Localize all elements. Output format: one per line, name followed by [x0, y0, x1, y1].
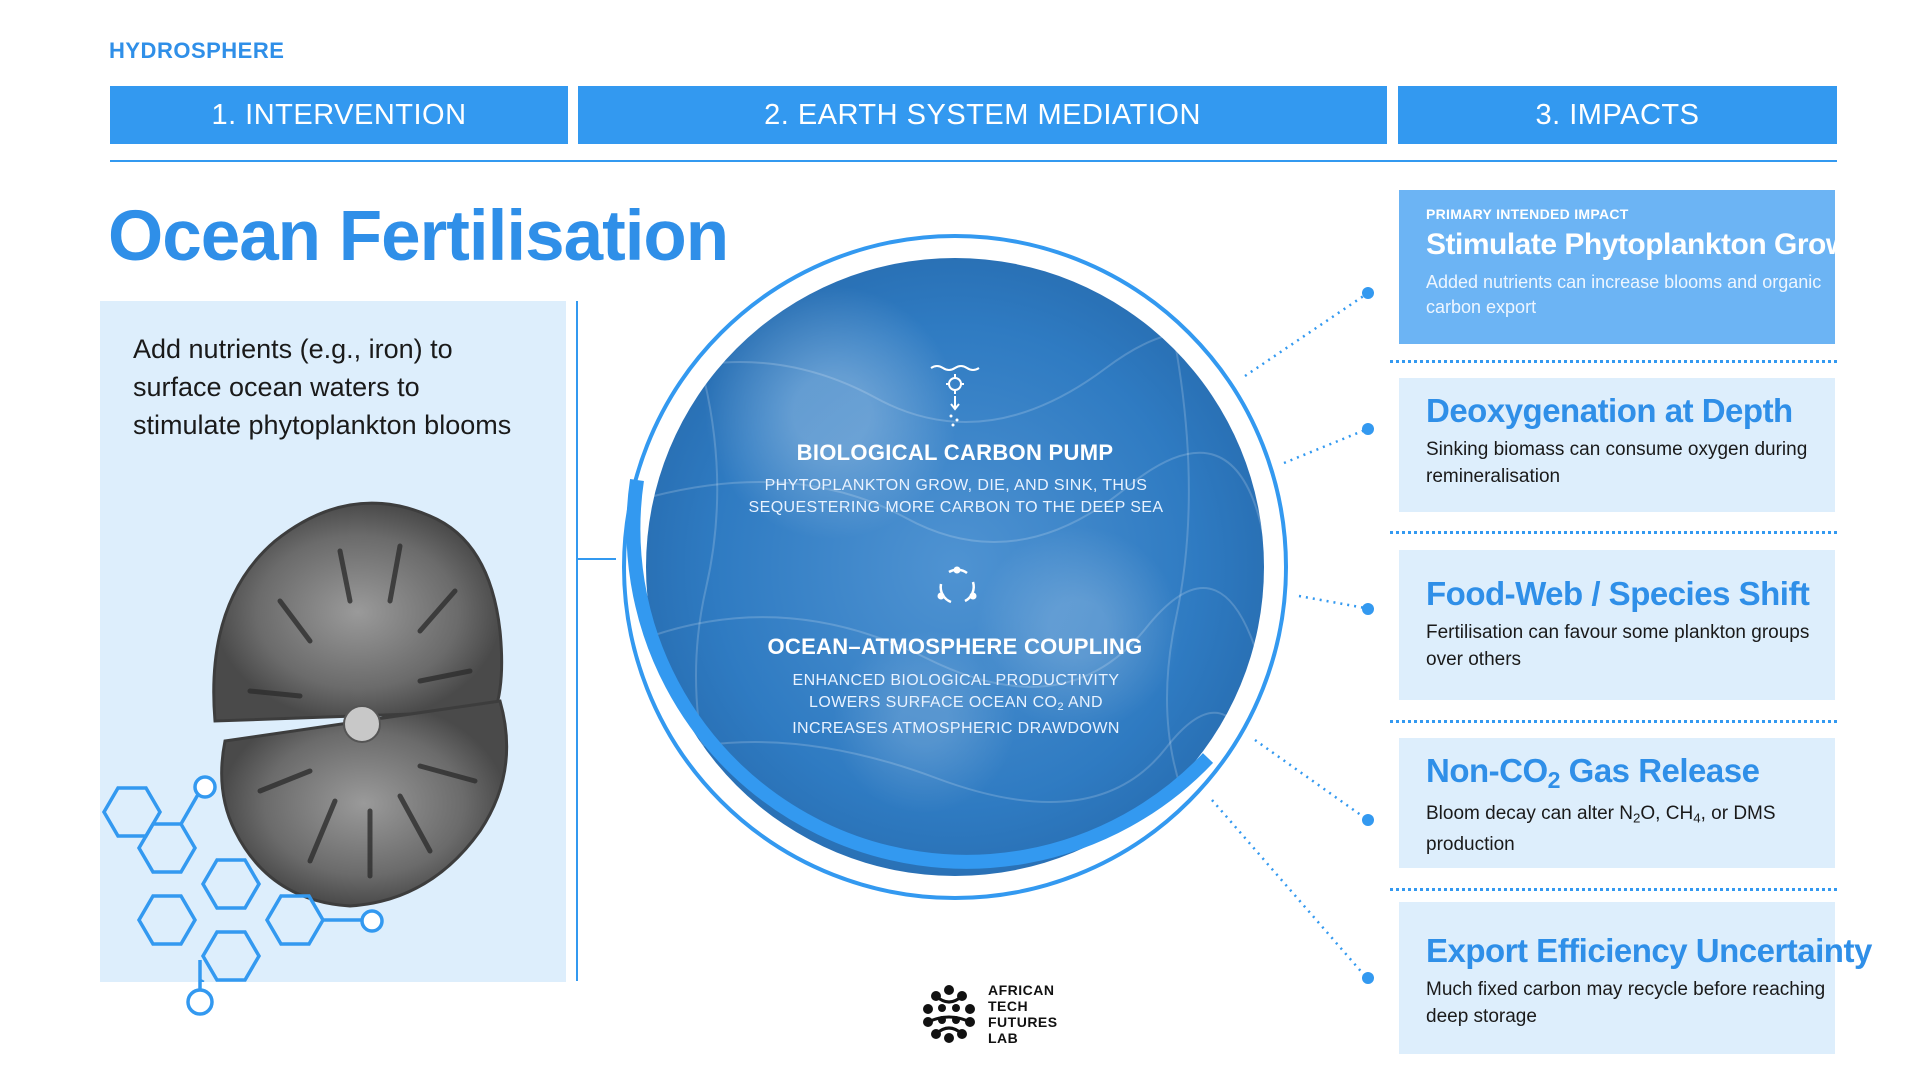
- header-divider: [110, 160, 1837, 162]
- impact-title: Deoxygenation at Depth: [1426, 392, 1793, 429]
- subscript: 2: [1547, 766, 1561, 793]
- impact-description: Sinking biomass can consume oxygen durin…: [1426, 439, 1808, 487]
- divider-line: [576, 301, 578, 981]
- dotted-separator: [1390, 360, 1837, 363]
- impact-description: Added nutrients can increase blooms and …: [1426, 272, 1822, 317]
- header-intervention: 1. INTERVENTION: [110, 86, 568, 144]
- text-fragment: , or DMS production: [1426, 802, 1776, 856]
- coupling-body-line: LOWERS SURFACE OCEAN CO2 AND: [786, 692, 1126, 718]
- ocean-atmosphere-coupling-heading: OCEAN–ATMOSPHERE COUPLING: [767, 634, 1143, 659]
- impact-export-efficiency: Export Efficiency Uncertainty Much fixed…: [1399, 902, 1872, 1054]
- impact-description: Fertilisation can favour some plankton g…: [1426, 622, 1810, 670]
- connector-line: [576, 558, 616, 560]
- impact-kicker: PRIMARY INTENDED IMPACT: [1426, 206, 1629, 222]
- mediation-circle-ring: [622, 234, 1288, 900]
- coupling-body-line: ENHANCED BIOLOGICAL PRODUCTIVITY: [792, 672, 1120, 689]
- text-fragment: Gas Release: [1559, 752, 1760, 789]
- logo-line: TECH: [988, 998, 1029, 1014]
- intervention-description: Add nutrients (e.g., iron) to surface oc…: [133, 334, 512, 440]
- impact-primary: PRIMARY INTENDED IMPACT Stimulate Phytop…: [1399, 190, 1877, 344]
- biological-carbon-pump-body: PHYTOPLANKTON GROW, DIE, AND SINK, THUS …: [746, 475, 1166, 519]
- subscript: 4: [1693, 810, 1701, 826]
- logo-line: FUTURES: [988, 1014, 1058, 1030]
- impact-title: Export Efficiency Uncertainty: [1426, 932, 1872, 969]
- impact-title: Stimulate Phytoplankton Growth: [1426, 228, 1877, 261]
- impact-description: Much fixed carbon may recycle before rea…: [1426, 979, 1826, 1027]
- dotted-separator: [1390, 888, 1837, 891]
- impact-description: Bloom decay can alter N2O, CH4, or DMS p…: [1426, 800, 1835, 858]
- impact-gas-release: Non-CO2 Gas Release Bloom decay can alte…: [1399, 738, 1835, 868]
- coupling-body-line: INCREASES ATMOSPHERIC DRAWDOWN: [792, 719, 1120, 737]
- mediation-arc: [626, 478, 1214, 869]
- dotted-separator: [1390, 531, 1837, 534]
- text-fragment: LOWERS SURFACE OCEAN CO: [809, 694, 1058, 711]
- impact-title: Non-CO2 Gas Release: [1426, 752, 1835, 794]
- cycle-icon: [937, 566, 977, 604]
- text-fragment: O, CH: [1640, 802, 1694, 824]
- biological-carbon-pump-heading: BIOLOGICAL CARBON PUMP: [796, 440, 1114, 465]
- page-title: Ocean Fertilisation: [108, 197, 729, 276]
- biological-pump-icon: [930, 365, 980, 427]
- hex-node-icon: [186, 960, 214, 1016]
- pump-body-line: PHYTOPLANKTON GROW, DIE, AND SINK, THUS: [764, 477, 1148, 494]
- text-fragment: Bloom decay can alter N: [1426, 802, 1633, 824]
- atfl-logo-icon: [923, 985, 975, 1043]
- subscript: 2: [1057, 700, 1065, 713]
- section-label: HYDROSPHERE: [109, 38, 285, 63]
- header-impacts: 3. IMPACTS: [1398, 86, 1837, 144]
- dotted-separator: [1390, 720, 1837, 723]
- atfl-logo-text: AFRICAN TECH FUTURES LAB: [988, 982, 1078, 1046]
- ocean-atmosphere-coupling-body: ENHANCED BIOLOGICAL PRODUCTIVITY LOWERS …: [786, 670, 1126, 740]
- logo-line: AFRICAN: [988, 982, 1055, 998]
- ocean-texture: [646, 297, 1264, 859]
- logo-line: LAB: [988, 1030, 1019, 1046]
- header-earth-system-mediation: 2. EARTH SYSTEM MEDIATION: [578, 86, 1387, 144]
- impact-foodweb: Food-Web / Species Shift Fertilisation c…: [1399, 550, 1835, 700]
- diatom-illustration: [101, 501, 509, 982]
- impact-title: Food-Web / Species Shift: [1426, 575, 1810, 612]
- pump-body-line: SEQUESTERING MORE CARBON TO THE DEEP SEA: [748, 499, 1164, 516]
- intervention-panel: [100, 301, 566, 982]
- impact-deoxygenation: Deoxygenation at Depth Sinking biomass c…: [1399, 378, 1835, 512]
- text-fragment: AND: [1064, 694, 1103, 711]
- text-fragment: Non-CO: [1426, 752, 1548, 789]
- subscript: 2: [1633, 810, 1641, 826]
